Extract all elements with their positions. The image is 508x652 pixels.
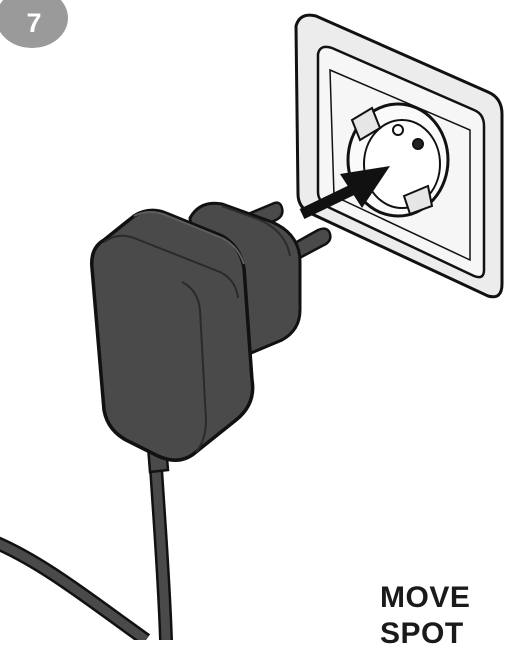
label-line-1: MOVE [380, 580, 470, 616]
wall-socket [296, 15, 502, 297]
move-spot-label: MOVE SPOT [380, 580, 470, 652]
power-adapter [92, 203, 300, 460]
power-cable [0, 446, 168, 640]
label-line-2: SPOT [380, 616, 470, 652]
